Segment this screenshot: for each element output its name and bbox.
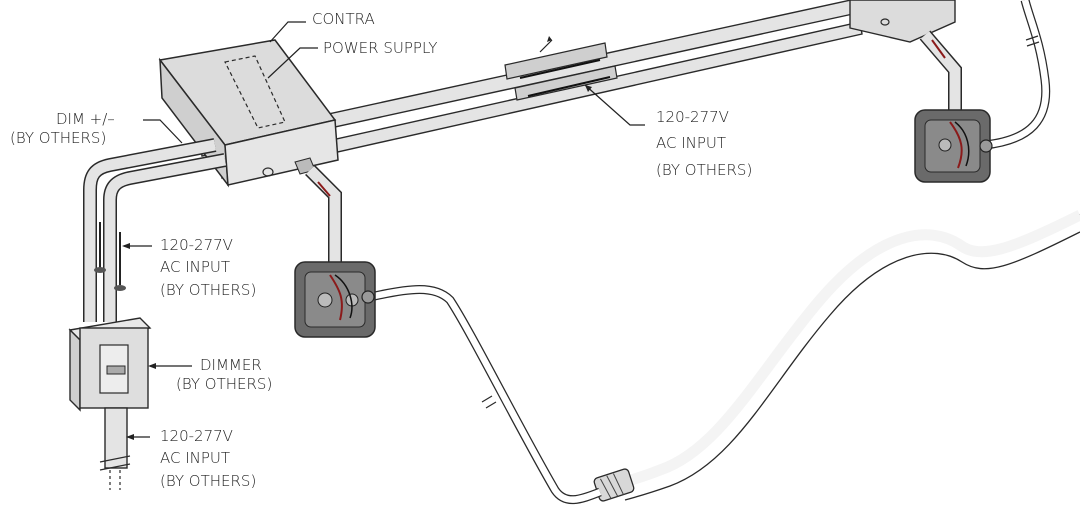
led-strip xyxy=(613,210,1080,501)
label-contra: CONTRA xyxy=(312,10,375,28)
arrowhead xyxy=(148,363,156,369)
label-ac-input: AC INPUT xyxy=(160,449,230,467)
label-ac-input: AC INPUT xyxy=(160,258,230,276)
leader-lines xyxy=(124,21,645,438)
arrowhead xyxy=(547,36,552,42)
dimmer-feed-conduit xyxy=(99,407,131,490)
lead-cable-right xyxy=(984,0,1051,150)
label-ac-input-by-others: (BY OTHERS) xyxy=(160,472,256,490)
label-power-supply: POWER SUPPLY xyxy=(323,39,437,57)
label-ac-input-voltage: 120-277V xyxy=(160,427,233,445)
center-junction-box xyxy=(294,165,376,338)
dimmer-box xyxy=(68,317,152,412)
right-driver-box xyxy=(849,0,956,43)
label-ac-input-voltage: 120-277V xyxy=(656,108,729,126)
lead-cable-center xyxy=(369,285,602,505)
arrowhead xyxy=(585,85,592,92)
dimmer-conduits xyxy=(83,138,227,322)
label-dim: DIM +/– xyxy=(56,110,115,128)
arrowhead xyxy=(122,243,130,249)
power-supply-box xyxy=(158,39,339,188)
label-dimmer: DIMMER xyxy=(200,356,262,374)
label-dim-by-others: (BY OTHERS) xyxy=(10,129,106,147)
main-conduit xyxy=(199,0,863,179)
strip-end-connector xyxy=(593,468,635,502)
arrowhead xyxy=(126,434,134,440)
label-ac-input-by-others: (BY OTHERS) xyxy=(160,281,256,299)
label-dimmer-by-others: (BY OTHERS) xyxy=(176,375,272,393)
label-ac-input: AC INPUT xyxy=(656,134,726,152)
label-ac-input-voltage: 120-277V xyxy=(160,236,233,254)
label-ac-input-by-others: (BY OTHERS) xyxy=(656,161,752,179)
right-junction-box xyxy=(914,30,993,183)
